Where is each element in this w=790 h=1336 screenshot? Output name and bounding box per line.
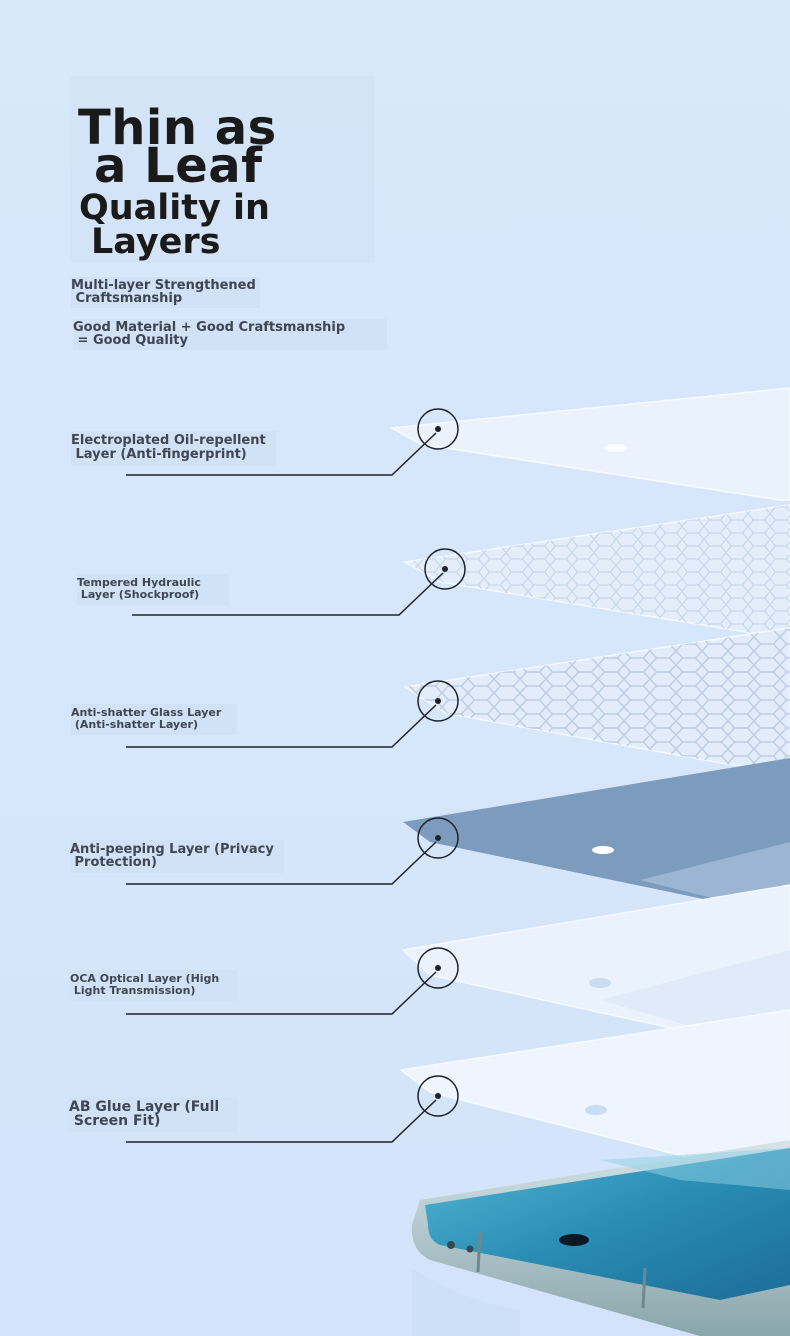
label-privacy-layer: Anti-peeping Layer (Privacy Protection) xyxy=(70,840,284,873)
callout-electroplated xyxy=(126,408,459,476)
callout-target-icon xyxy=(424,548,466,590)
headline-line-4: Layers xyxy=(91,222,221,262)
subtitle-craftsmanship: Multi-layer Strengthened Craftsmanship xyxy=(71,277,260,308)
headline-background xyxy=(70,76,375,262)
phone-illustration xyxy=(411,1140,790,1336)
headline-line-2: a Leaf xyxy=(94,138,263,194)
callout-anti-shatter xyxy=(126,680,459,748)
callout-ab-glue xyxy=(126,1075,459,1143)
callout-oca xyxy=(126,947,459,1015)
layer-electroplated xyxy=(389,387,790,501)
label-oca-layer: OCA Optical Layer (High Light Transmissi… xyxy=(70,970,238,1001)
label-anti-shatter-layer: Anti-shatter Glass Layer (Anti-shatter L… xyxy=(71,704,238,735)
callout-privacy xyxy=(126,817,459,885)
callout-target-icon xyxy=(417,817,459,859)
headline-line-3: Quality in xyxy=(79,188,270,228)
callout-target-icon xyxy=(417,1075,459,1117)
headline-line-1: Thin as xyxy=(78,100,277,156)
label-electroplated-layer: Electroplated Oil-repellent Layer (Anti-… xyxy=(71,431,276,466)
callout-target-icon xyxy=(417,408,459,450)
callout-tempered xyxy=(132,548,466,616)
subtitle-quality: Good Material + Good Craftsmanship = Goo… xyxy=(73,319,388,350)
callout-target-icon xyxy=(417,680,459,722)
label-ab-glue-layer: AB Glue Layer (Full Screen Fit) xyxy=(69,1097,238,1132)
label-tempered-layer: Tempered Hydraulic Layer (Shockproof) xyxy=(77,574,229,605)
callout-target-icon xyxy=(417,947,459,989)
